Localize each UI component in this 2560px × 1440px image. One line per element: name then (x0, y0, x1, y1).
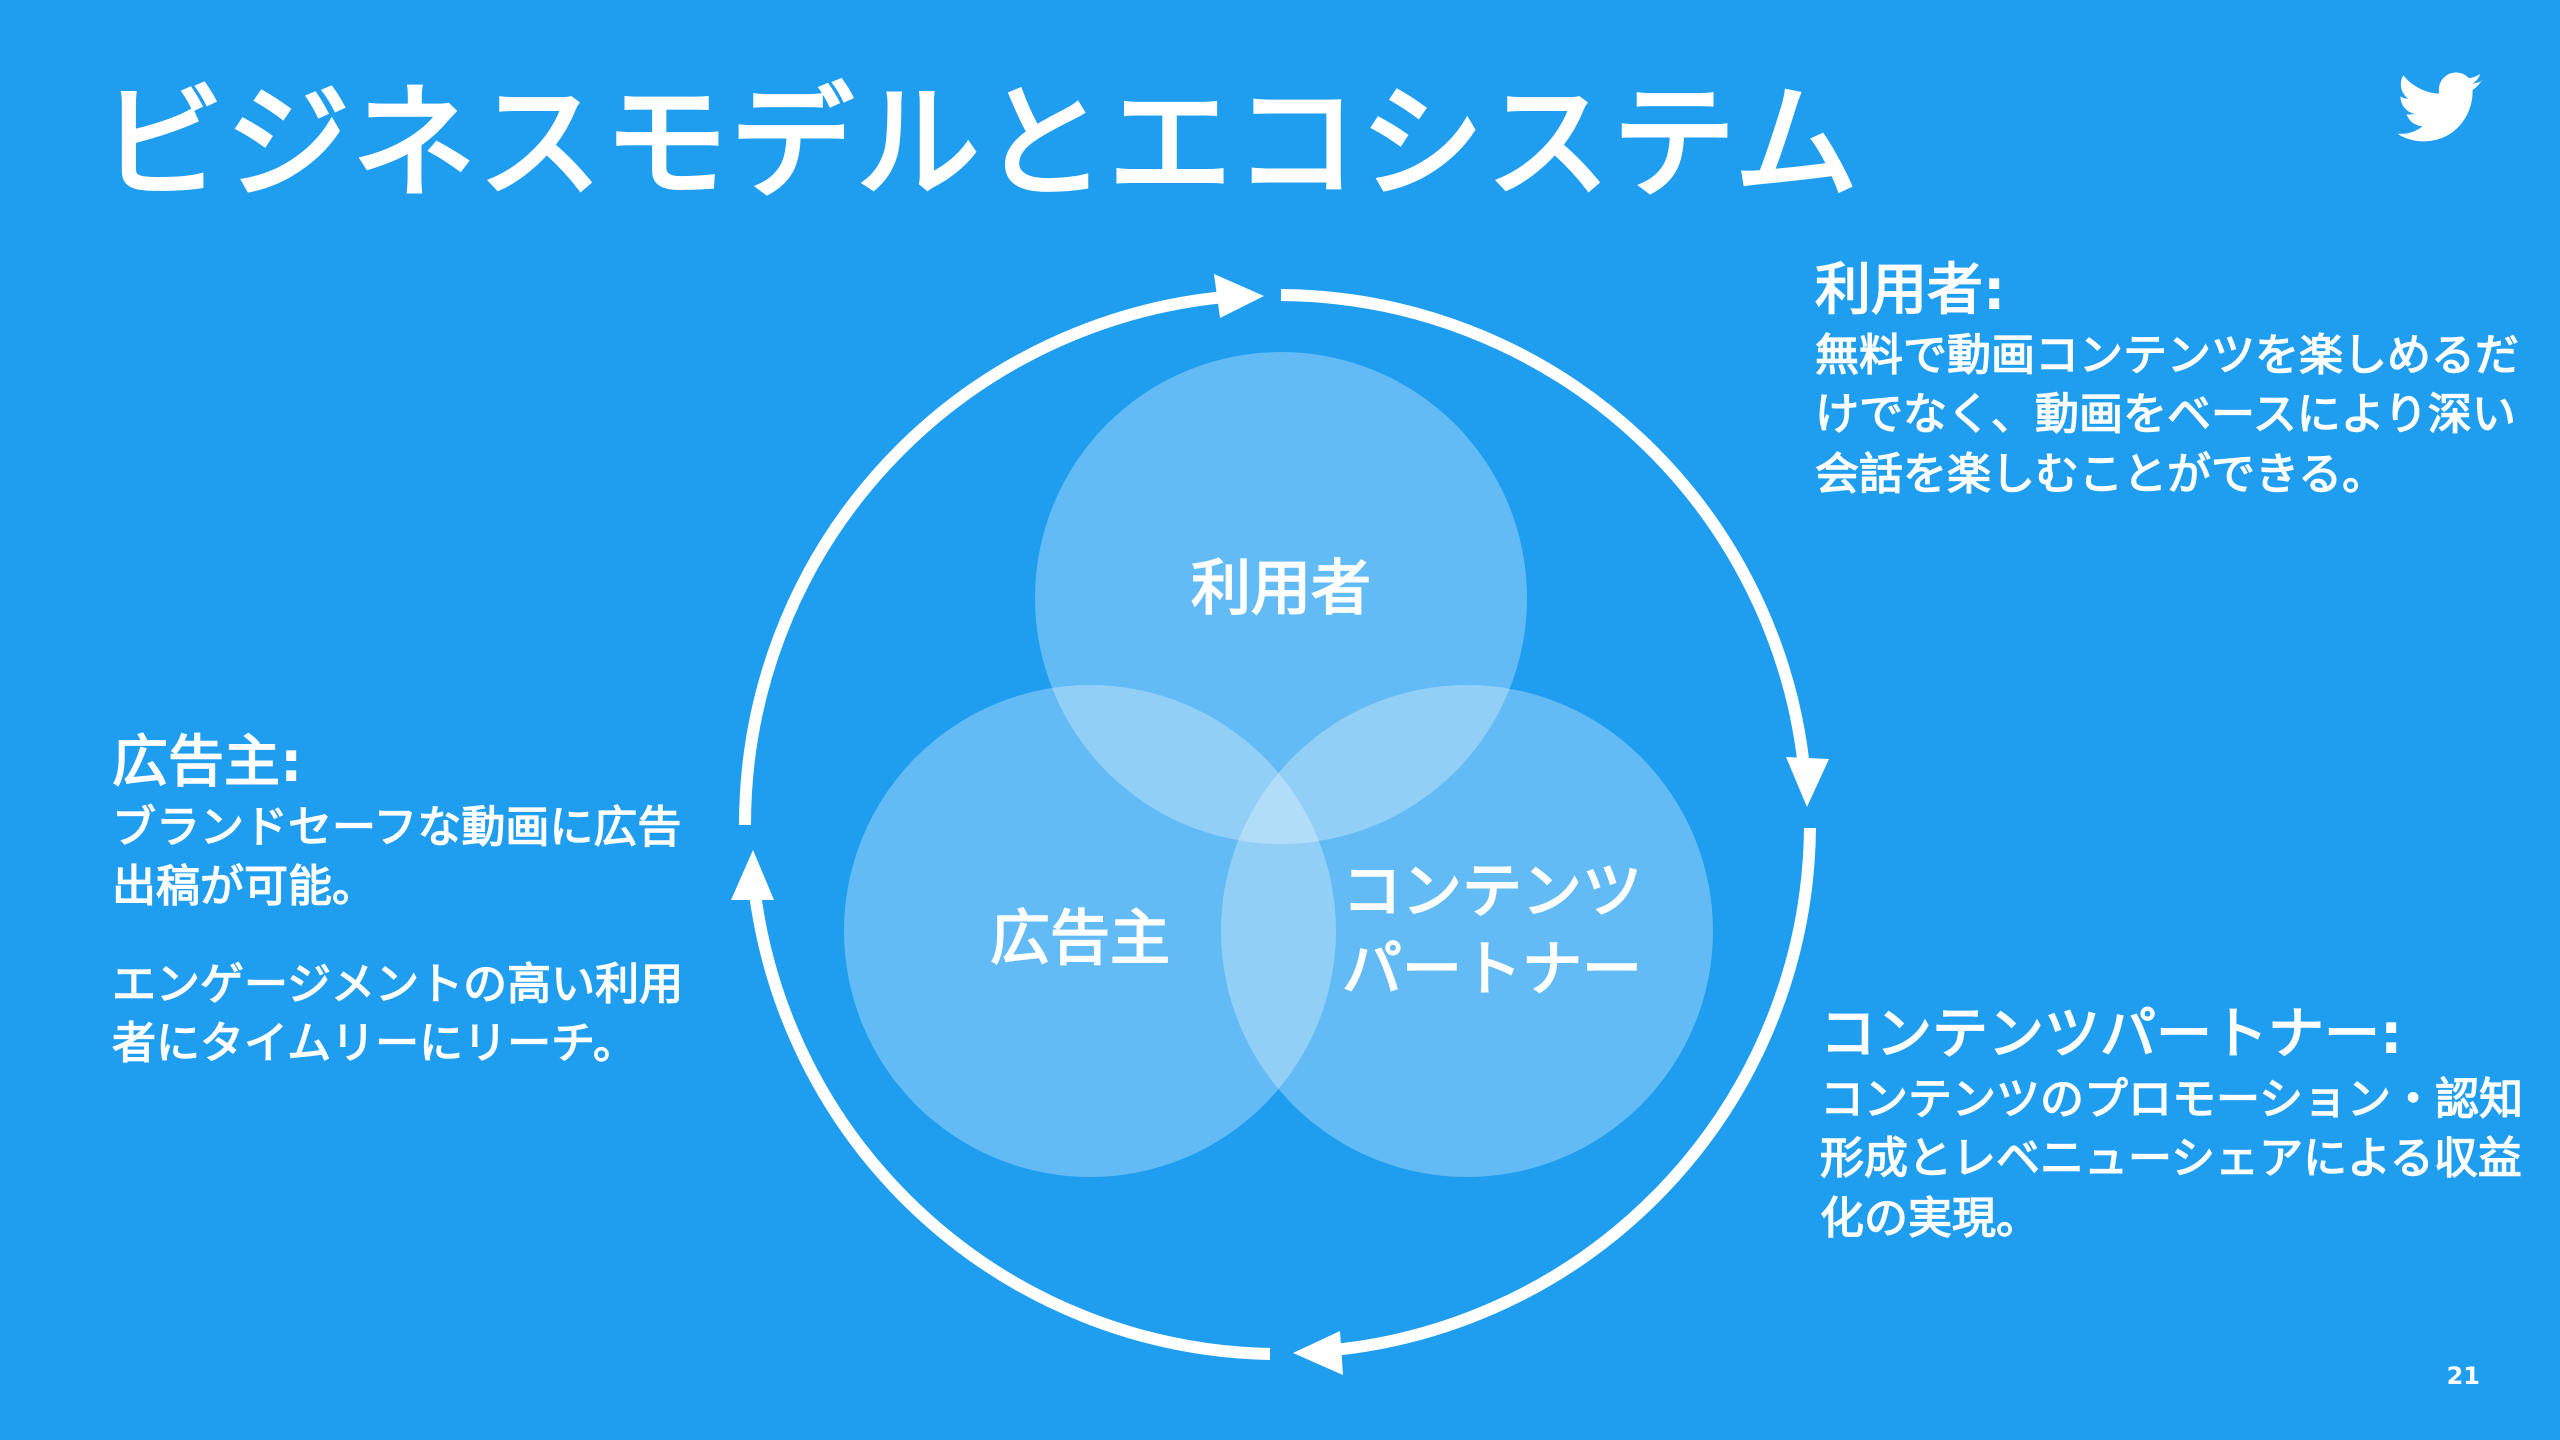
cycle-arc-top-left (739, 290, 1238, 826)
arrowhead-right (1786, 757, 1829, 807)
cycle-arrowheads (731, 274, 1829, 1375)
twitter-bird-icon (2398, 72, 2483, 142)
page-number: 21 (2446, 1362, 2480, 1390)
venn-circle-advertisers (844, 685, 1336, 1177)
annotation-users-body: 無料で動画コンテンツを楽しめるだけでなく、動画をベースにより深い会話を楽しむこと… (1815, 330, 2519, 500)
annotation-users: 利用者: 無料で動画コンテンツを楽しめるだけでなく、動画をベースにより深い会話を… (1815, 256, 2535, 504)
venn-circle-partners (1221, 685, 1713, 1177)
cycle-arc-bottom-left (746, 864, 1271, 1360)
annotation-partners-heading: コンテンツパートナー: (1820, 1002, 2403, 1067)
venn-circle-users (1035, 352, 1527, 844)
annotation-advertisers-body2: エンゲージメントの高い利用者にタイムリーにリーチ。 (112, 958, 684, 1070)
venn-label-partners-line2: パートナー (1342, 935, 1642, 1005)
venn-label-users: 利用者 (1191, 554, 1371, 624)
arrowhead-bottom (1293, 1331, 1343, 1375)
annotation-partners: コンテンツパートナー: コンテンツのプロモーション・認知形成とレベニューシェアに… (1820, 1000, 2540, 1248)
arrowhead-left (731, 850, 774, 900)
annotation-advertisers-body1: ブランドセーフな動画に広告出稿が可能。 (112, 802, 682, 913)
cycle-ring (739, 289, 1816, 1360)
cycle-arc-bottom-right (1307, 827, 1816, 1358)
cycle-arc-top-right (1280, 289, 1812, 791)
venn-circles (844, 352, 1713, 1177)
slide-title: ビジネスモデルとエコシステム (100, 72, 1861, 216)
venn-label-partners: コンテンツ パートナー (1327, 853, 1657, 1009)
arrowhead-top (1214, 274, 1264, 318)
annotation-partners-body: コンテンツのプロモーション・認知形成とレベニューシェアによる収益化の実現。 (1820, 1074, 2524, 1244)
venn-label-partners-line1: コンテンツ (1342, 857, 1642, 927)
venn-label-advertisers: 広告主 (990, 904, 1170, 974)
annotation-advertisers: 広告主: ブランドセーフな動画に広告出稿が可能。 エンゲージメントの高い利用者に… (112, 728, 692, 1074)
annotation-users-heading: 利用者: (1815, 258, 2006, 323)
annotation-advertisers-heading: 広告主: (112, 730, 303, 795)
